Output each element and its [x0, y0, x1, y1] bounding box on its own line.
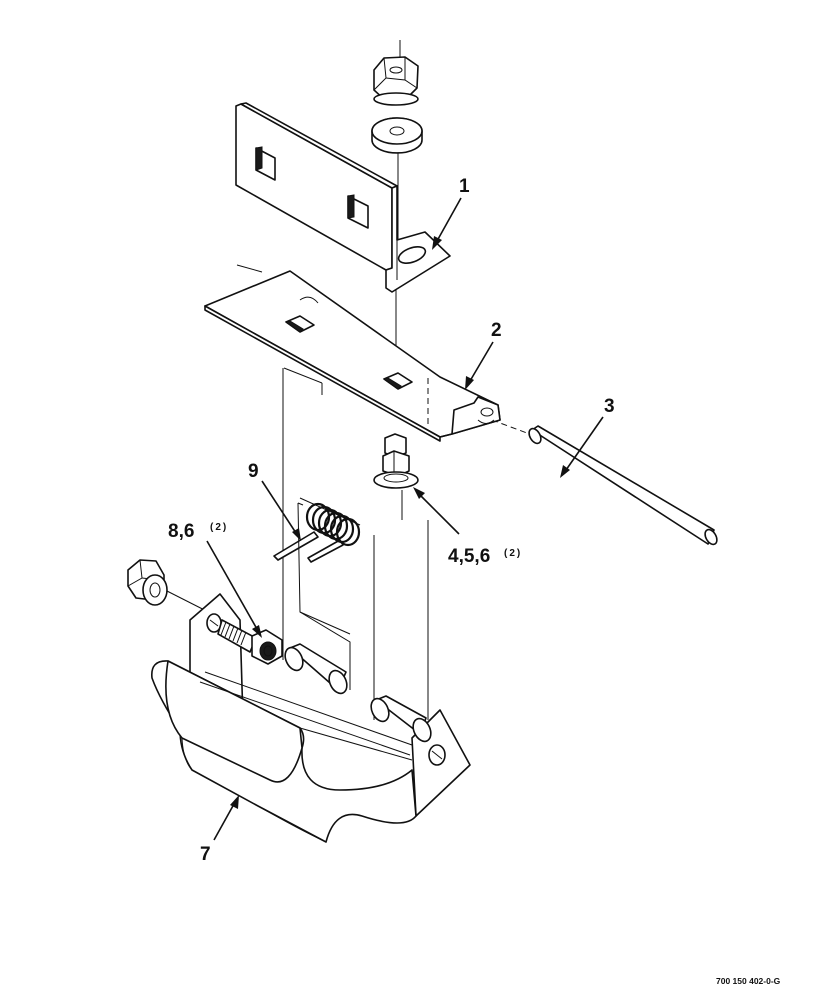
- callout-4-5-6-qty: (2): [504, 548, 522, 559]
- callout-9: 9: [248, 461, 259, 482]
- callout-8-6: 8,6: [168, 521, 194, 542]
- hex-bolt-part-4: [373, 433, 419, 489]
- callout-4-5-6: 4,5,6: [448, 546, 490, 567]
- leader-arrows: [206, 197, 604, 841]
- roller-right: [370, 695, 432, 743]
- callout-8-6-qty: (2): [210, 522, 228, 533]
- callout-3: 3: [604, 396, 615, 417]
- callout-2: 2: [491, 320, 502, 341]
- spring-bracket-outline: [297, 502, 375, 720]
- threaded-stud-part-8: [217, 619, 283, 665]
- bracket-part-1: [235, 102, 451, 293]
- pin-part-3: [528, 425, 718, 546]
- torsion-spring-part-9: [273, 497, 361, 563]
- callout-labels: 1 2 3 9 8,6 (2) 4,5,6 (2) 7: [168, 176, 615, 865]
- plate-part-2: [204, 270, 501, 442]
- top-washer: [371, 117, 423, 154]
- roller-left: [284, 643, 348, 695]
- figure-reference-code: 700 150 402-0-G: [716, 976, 781, 986]
- callout-1: 1: [459, 176, 470, 197]
- top-hex-nut: [373, 56, 419, 106]
- callout-7: 7: [200, 844, 211, 865]
- left-hex-nut: [127, 559, 168, 606]
